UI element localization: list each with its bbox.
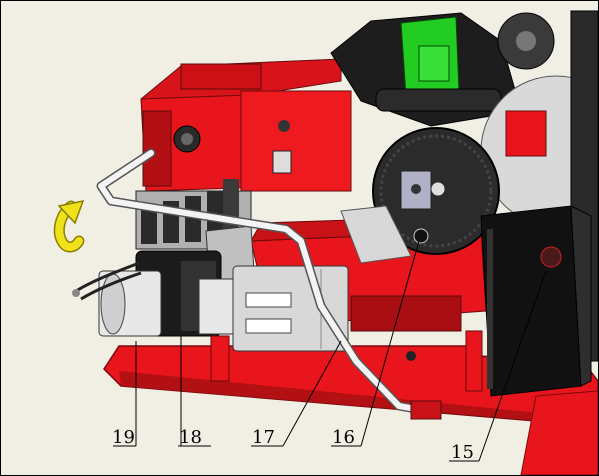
drum-pin: [430, 181, 446, 197]
motor-mount-bar: [375, 88, 502, 112]
callout-15: 15: [451, 442, 474, 463]
red-bracket: [505, 110, 547, 157]
control-box-switch: [540, 246, 562, 268]
callout-19: 19: [112, 427, 135, 448]
motor-flange: [198, 278, 238, 335]
cable-end: [72, 289, 80, 297]
small-hole: [278, 120, 290, 132]
base-rear-lip: [520, 390, 598, 475]
pump-tank-band-1: [245, 292, 292, 308]
control-box: [480, 205, 582, 397]
rotate-arrow-icon: [53, 199, 85, 253]
cable-1: [75, 261, 140, 293]
beam-slot: [350, 295, 462, 332]
pipe-highlight: [98, 150, 419, 412]
control-box-side: [570, 205, 592, 387]
pump-tank: [232, 265, 349, 352]
chute: [340, 205, 412, 264]
pump-tank-band-2: [245, 318, 292, 334]
drum-lower-knob: [413, 228, 429, 244]
drum-rim: [379, 134, 493, 248]
control-box-edge: [487, 229, 493, 389]
callout-17: 17: [252, 427, 275, 448]
post-right: [465, 330, 483, 392]
upper-wheel-hub: [516, 31, 536, 51]
top-panel: [180, 63, 262, 90]
green-motor-face: [418, 45, 450, 82]
valve-3: [185, 196, 201, 242]
callout-16: 16: [332, 427, 355, 448]
small-valve: [272, 150, 292, 174]
pipe-clamp: [410, 400, 442, 420]
side-panel: [142, 110, 172, 187]
post-left: [210, 335, 230, 382]
callout-18: 18: [179, 427, 202, 448]
valve-1: [141, 206, 157, 244]
cable-2: [80, 271, 142, 301]
callout-leaders: [113, 240, 547, 462]
gauge-knob-inner: [181, 133, 193, 145]
post-bolt: [406, 351, 416, 361]
drum-bolt: [411, 184, 421, 194]
inner-panel: [240, 90, 352, 192]
